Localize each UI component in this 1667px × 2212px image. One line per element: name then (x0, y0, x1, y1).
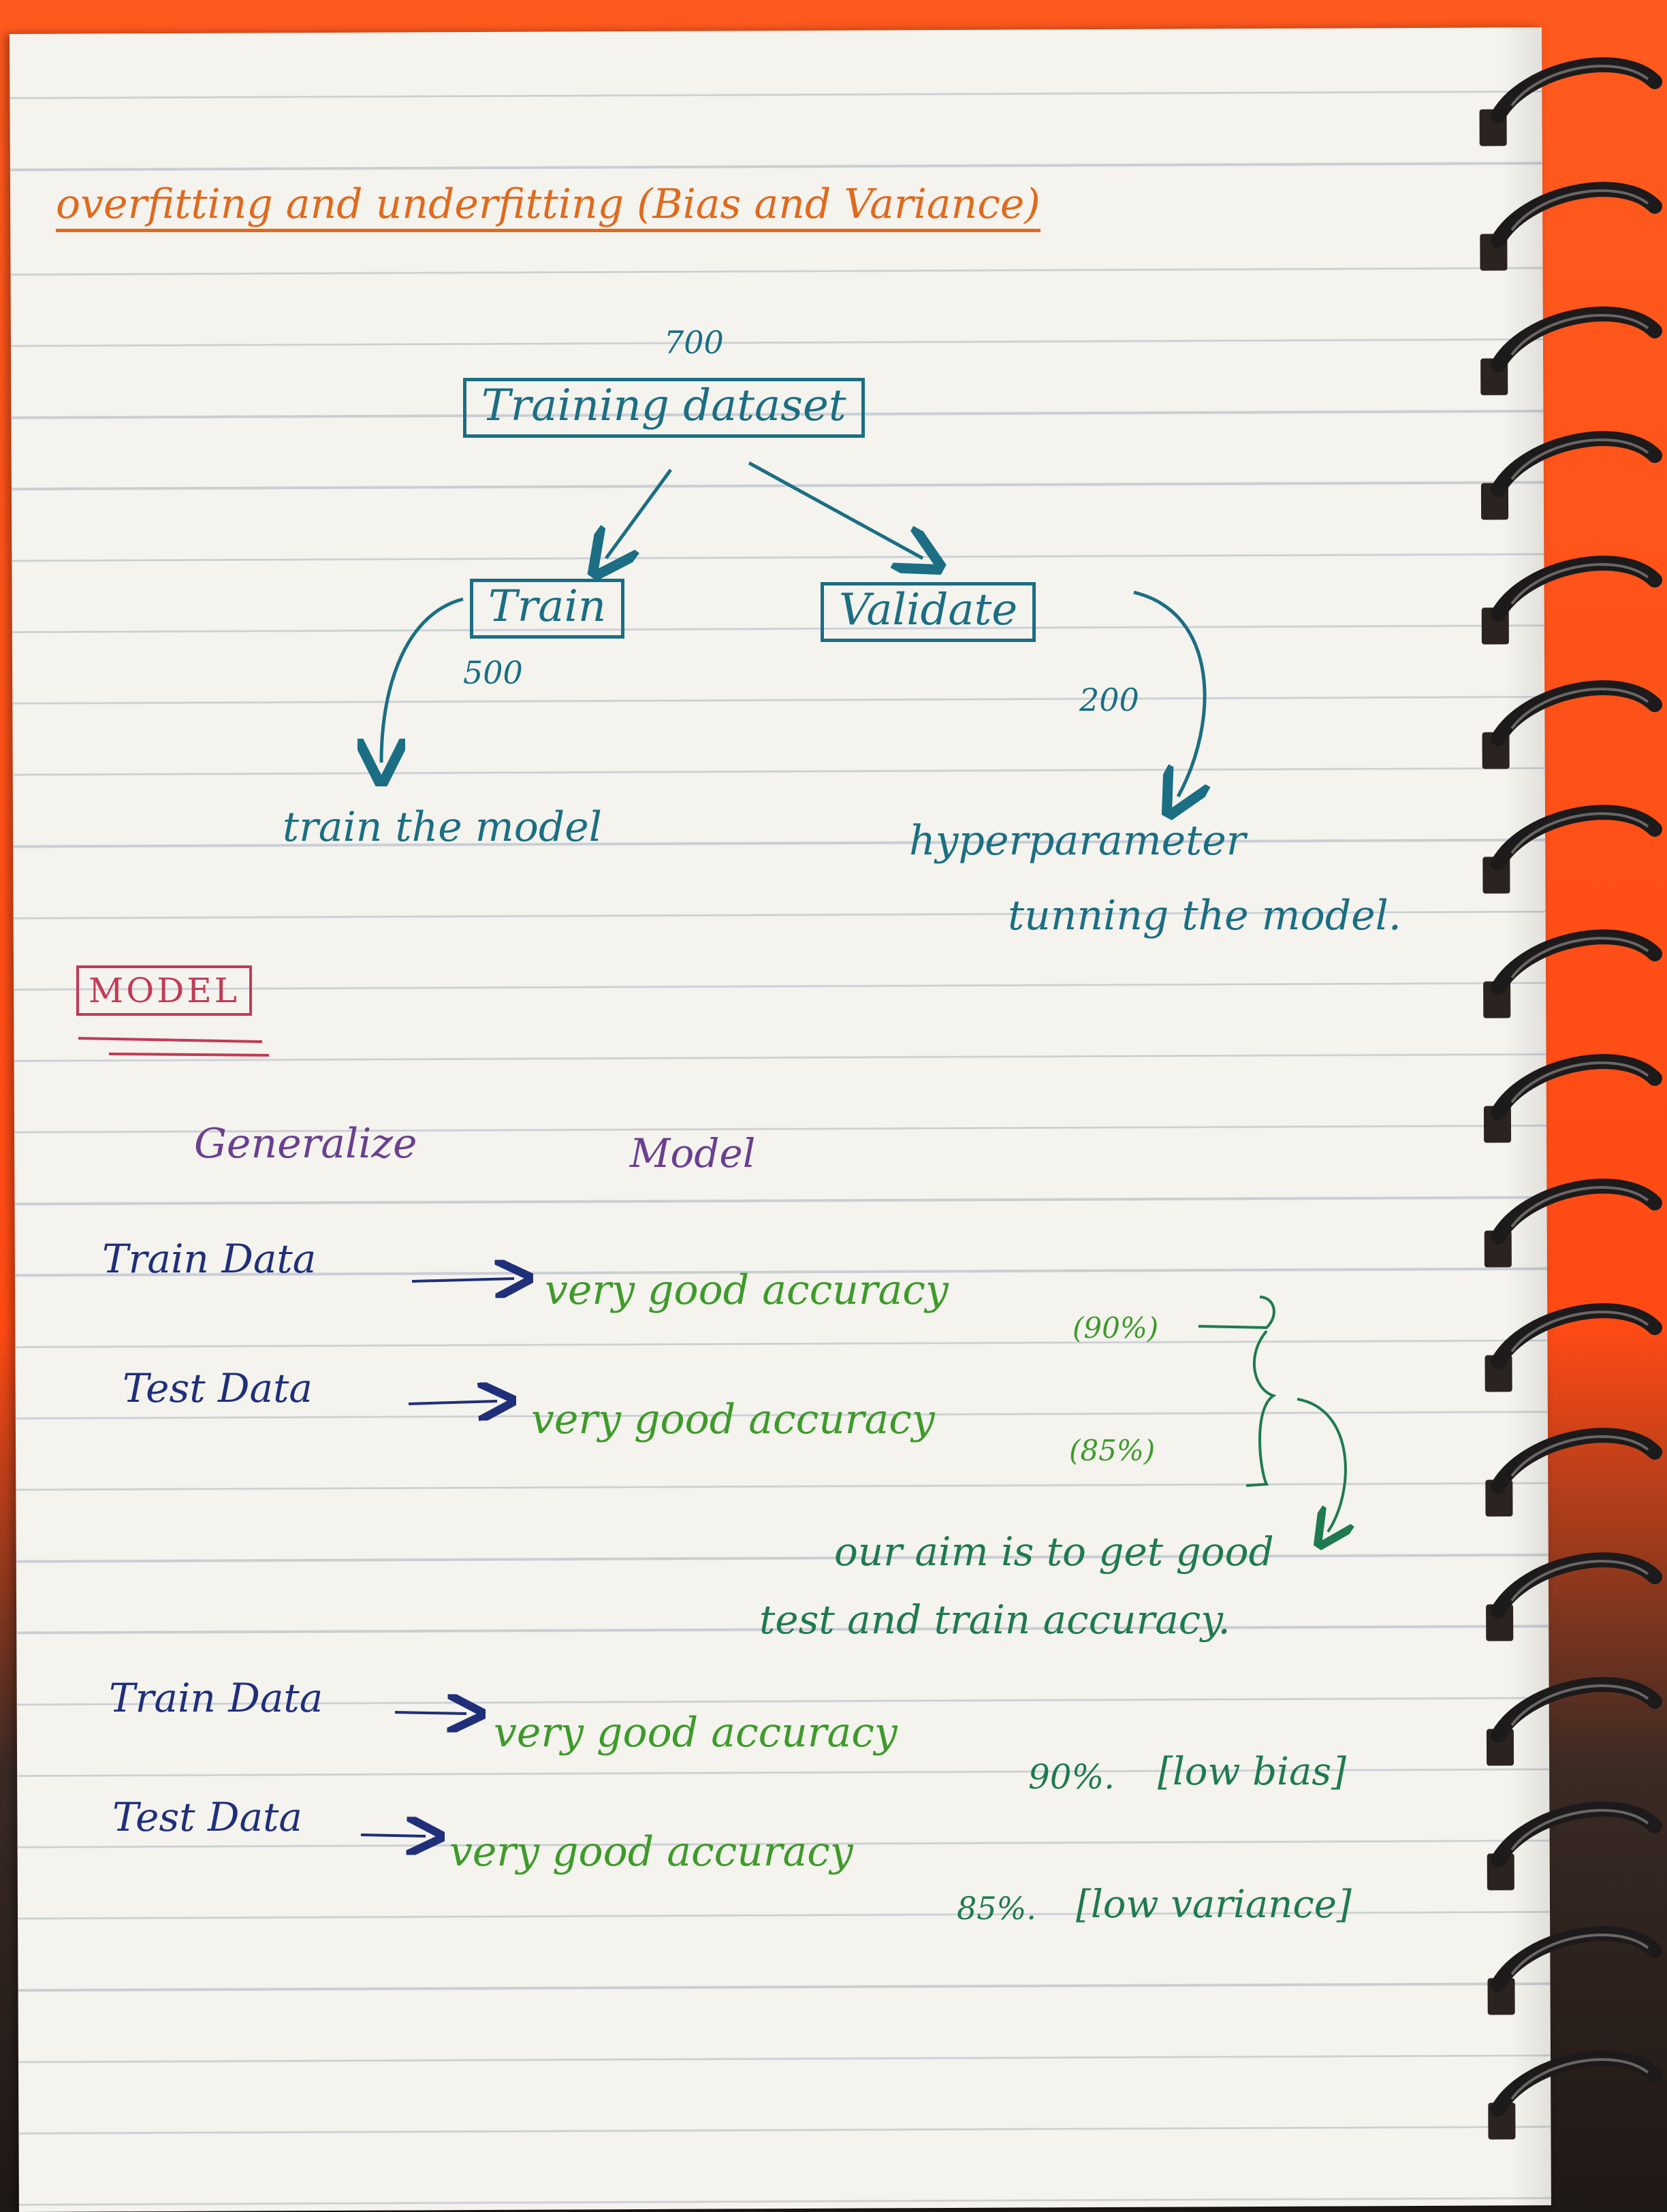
aim-line2: test and train accuracy. (759, 1597, 1231, 1643)
block1-test-label: Test Data (123, 1365, 313, 1411)
arrow-train-to-note (381, 597, 464, 763)
spiral-coil-highlight (1510, 65, 1649, 107)
block1-test-pct: (85%) (1069, 1434, 1156, 1467)
root-count: 700 (664, 324, 724, 361)
spiral-coil-highlight (1510, 688, 1649, 730)
arrow-block1-test (408, 1401, 497, 1404)
spiral-coil-highlight (1510, 1186, 1649, 1228)
train-note: train the model (283, 803, 602, 851)
spiral-coil-highlight (1510, 1311, 1649, 1353)
spiral-coil-highlight (1510, 937, 1649, 979)
block2-test-pct: 85%. (957, 1890, 1036, 1927)
validate-note-line2: tunning the model. (1008, 892, 1401, 940)
block1-train-pct: (90%) (1073, 1311, 1159, 1345)
model-label: Model (630, 1130, 756, 1176)
spiral-coil-highlight (1510, 1560, 1649, 1602)
spiral-binding (1491, 57, 1662, 2117)
spiral-coil-highlight (1510, 1809, 1649, 1851)
spiral-coil-highlight (1510, 1435, 1649, 1477)
model-box: MODEL (76, 965, 252, 1016)
spiral-coil-highlight (1510, 189, 1649, 231)
arrow-block1-train (411, 1279, 514, 1281)
block2-test-tag: [low variance] (1076, 1882, 1352, 1927)
validate-box: Validate (821, 582, 1036, 642)
spiral-coil-highlight (1510, 563, 1649, 605)
arrow-brace-to-aim (1297, 1398, 1346, 1532)
generalize-label: Generalize (194, 1120, 417, 1168)
spiral-coil-highlight (1510, 1934, 1649, 1976)
block1-train-label: Train Data (102, 1236, 317, 1282)
spiral-coil-highlight (1510, 438, 1649, 481)
arrow-validate-to-note (1133, 590, 1205, 797)
training-dataset-box: Training dataset (463, 378, 865, 438)
spiral-coil-highlight (1510, 1061, 1649, 1104)
spiral-coil-highlight (1510, 2058, 1649, 2100)
model-underline-2 (108, 1053, 270, 1057)
arrow-root-to-validate (748, 461, 923, 558)
train-box: Train (470, 579, 625, 639)
arrow-block2-test (360, 1835, 426, 1836)
train-count: 500 (463, 654, 523, 691)
validate-count: 200 (1079, 682, 1139, 718)
block2-test-result: very good accuracy (449, 1828, 853, 1876)
block1-test-result: very good accuracy (531, 1396, 935, 1443)
aim-line1: our aim is to get good (834, 1528, 1274, 1575)
block2-train-result: very good accuracy (494, 1709, 898, 1757)
page-title: overfitting and underfitting (Bias and V… (56, 184, 1041, 232)
spiral-coil-highlight (1510, 314, 1649, 356)
block2-train-label: Train Data (109, 1675, 323, 1721)
block2-train-tag: [low bias] (1158, 1750, 1346, 1794)
arrow-root-to-train (606, 468, 673, 558)
model-underline-1 (78, 1037, 263, 1043)
spiral-coil-highlight (1510, 812, 1649, 854)
arrow-block2-train (394, 1712, 466, 1714)
spiral-coil-highlight (1510, 1684, 1649, 1727)
block2-test-label: Test Data (112, 1794, 302, 1840)
accuracy-brace (1198, 1296, 1277, 1487)
block1-train-result: very good accuracy (545, 1266, 949, 1314)
block2-train-pct: 90%. (1028, 1757, 1115, 1797)
